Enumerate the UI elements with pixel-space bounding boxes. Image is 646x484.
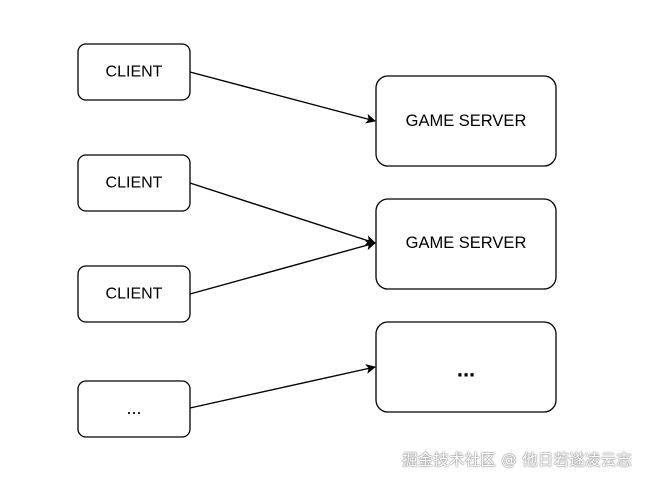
watermark-text: 掘金技术社区 @ 他日若遂凌云志 — [401, 451, 632, 469]
server-more-label: ... — [457, 357, 475, 382]
client-more-node: ... — [77, 380, 191, 438]
client-label: CLIENT — [106, 64, 163, 81]
game-server-label: GAME SERVER — [406, 234, 527, 252]
client-label: CLIENT — [106, 286, 163, 303]
edge-client-2-to-server-2 — [189, 182, 376, 245]
edge-client-3-to-server-2 — [189, 240, 376, 295]
game-server-label: GAME SERVER — [406, 112, 527, 130]
game-server-node: GAME SERVER — [375, 198, 557, 290]
game-server-node: GAME SERVER — [375, 75, 557, 167]
client-node: CLIENT — [77, 154, 191, 212]
client-label: CLIENT — [106, 175, 163, 192]
server-more-node: ... — [375, 321, 557, 413]
edge-client-1-to-server-1 — [189, 71, 376, 124]
edge-client-more-to-server-more — [189, 364, 376, 409]
client-node: CLIENT — [77, 43, 191, 101]
connections — [189, 71, 376, 409]
client-more-label: ... — [126, 398, 141, 418]
client-node: CLIENT — [77, 265, 191, 323]
